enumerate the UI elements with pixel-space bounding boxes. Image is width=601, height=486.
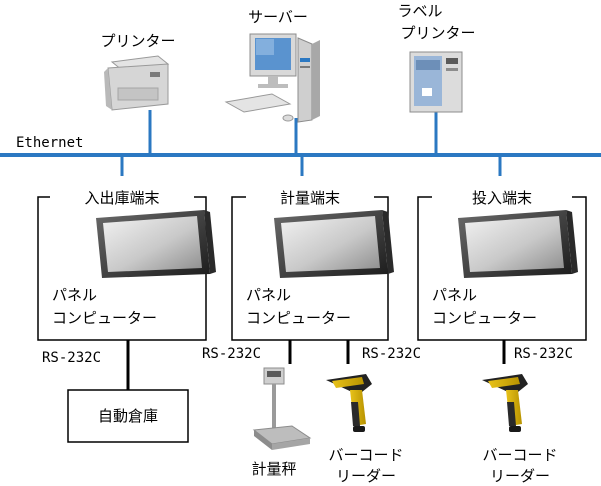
panel-computer-icon	[458, 210, 578, 278]
rs232c-label-scale: RS-232C	[202, 346, 261, 362]
ethernet-label: Ethernet	[16, 135, 83, 151]
server-icon	[224, 33, 320, 123]
printer-label: プリンター	[100, 32, 175, 50]
label-printer-label-line-2: プリンター	[400, 24, 475, 42]
printer-device: プリンター	[100, 32, 176, 111]
terminal-3-title: 投入端末	[472, 189, 532, 207]
printer-icon	[104, 55, 170, 111]
label-printer-label-line-1: ラベル	[397, 2, 442, 20]
barcode-reader-2-line-2: リーダー	[490, 467, 550, 485]
terminal-2: 計量端末 パネル コンピューター	[231, 189, 394, 341]
barcode-reader-1-line-1: バーコード	[328, 446, 403, 464]
barcode-reader-2-line-1: バーコード	[482, 446, 557, 464]
server-device: サーバー	[224, 8, 320, 123]
panel-computer-icon	[96, 210, 216, 278]
panel-computer-icon	[274, 210, 394, 278]
scale-label: 計量秤	[251, 460, 296, 478]
rs232c-label-scanner-2: RS-232C	[514, 346, 573, 362]
scale-icon	[252, 367, 312, 450]
terminal-1-pc-line-2: コンピューター	[52, 309, 157, 327]
scale-device: 計量秤	[251, 367, 312, 478]
barcode-scanner-icon	[482, 374, 528, 432]
terminal-3-pc-line-2: コンピューター	[432, 309, 537, 327]
terminal-1: 入出庫端末 パネル コンピューター	[37, 189, 216, 341]
barcode-scanner-icon	[326, 374, 372, 432]
terminal-2-title: 計量端末	[280, 189, 340, 207]
terminal-1-frame	[37, 196, 207, 341]
barcode-reader-1-line-2: リーダー	[336, 467, 396, 485]
barcode-reader-1: バーコード リーダー	[326, 374, 404, 485]
rs232c-label-warehouse: RS-232C	[42, 350, 101, 366]
rs232c-label-scanner-1: RS-232C	[362, 346, 421, 362]
terminal-3-pc-line-1: パネル	[432, 286, 477, 304]
terminal-3: 投入端末 パネル コンピューター	[417, 189, 587, 341]
terminal-2-frame	[231, 196, 389, 341]
terminal-1-pc-line-1: パネル	[52, 286, 97, 304]
terminal-2-pc-line-1: パネル	[246, 286, 291, 304]
label-printer-device: ラベル プリンター	[397, 2, 476, 113]
label-printer-icon	[409, 51, 463, 113]
barcode-reader-2: バーコード リーダー	[482, 374, 558, 485]
warehouse-label: 自動倉庫	[98, 407, 158, 425]
warehouse-box	[67, 389, 189, 443]
terminal-3-frame	[417, 196, 587, 341]
terminal-1-title: 入出庫端末	[84, 189, 159, 207]
terminal-2-pc-line-2: コンピューター	[246, 309, 351, 327]
server-label: サーバー	[248, 8, 308, 26]
